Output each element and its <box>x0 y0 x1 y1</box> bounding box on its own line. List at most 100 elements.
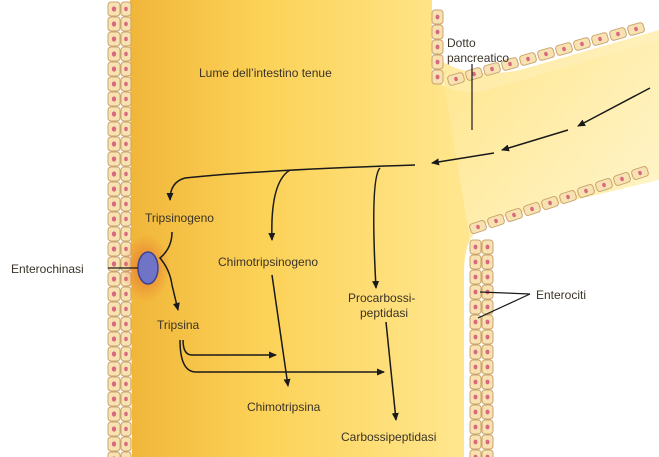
enterocyte-cell <box>627 22 645 36</box>
enterocyte-cell <box>121 437 131 451</box>
duct-label-line2: pancreatico <box>447 51 509 65</box>
enterocyte-cell <box>121 62 131 76</box>
chymotrypsin-label: Chimotripsina <box>247 400 321 414</box>
enterocyte-cell <box>121 422 131 436</box>
enterocyte-cell <box>108 452 120 457</box>
enterocyte-cell <box>108 47 120 61</box>
enterocyte-cell <box>121 227 131 241</box>
enterocyte-cell <box>121 347 131 361</box>
enterocyte-cell <box>519 52 537 66</box>
enterocyte-cell <box>108 182 120 196</box>
trypsin-label: Tripsina <box>157 318 200 332</box>
enterocyte-cell <box>108 152 120 166</box>
lumen-label: Lume dell’intestino tenue <box>199 66 332 80</box>
enterocyte-cell <box>591 32 609 46</box>
duct-label-line1: Dotto <box>447 36 476 50</box>
procarboxypeptidase-label-line1: Procarbossi- <box>348 291 415 305</box>
enterocyte-cell <box>470 285 481 299</box>
enterocyte-cell <box>108 302 120 316</box>
enterocyte-cell <box>108 92 120 106</box>
enterocyte-cell <box>108 17 120 31</box>
enterocytes-left-wall <box>108 2 131 457</box>
enterocyte-cell <box>108 197 120 211</box>
enterocyte-cell <box>121 32 131 46</box>
enterocyte-cell <box>121 47 131 61</box>
enterokinase-label: Enterochinasi <box>11 262 84 276</box>
enterocyte-cell <box>121 77 131 91</box>
enterocyte-cell <box>470 420 481 434</box>
enterocyte-cell <box>108 122 120 136</box>
enterocyte-cell <box>470 405 481 419</box>
enterocyte-cell <box>482 345 493 359</box>
chymotrypsinogen-label: Chimotripsinogeno <box>218 255 318 269</box>
enterocyte-cell <box>432 70 443 84</box>
enterocyte-cell <box>108 137 120 151</box>
enterocyte-cell <box>121 317 131 331</box>
procarboxypeptidase-label-line2: peptidasi <box>360 306 408 320</box>
enterocyte-cell <box>121 392 131 406</box>
enterocyte-cell <box>482 240 493 254</box>
enterocyte-cell <box>470 360 481 374</box>
enterocyte-cell <box>432 10 443 24</box>
enterocyte-cell <box>470 390 481 404</box>
enterocytes-right-wall <box>470 240 493 457</box>
enterocyte-cell <box>108 77 120 91</box>
enterocyte-cell <box>108 32 120 46</box>
enterocyte-cell <box>108 107 120 121</box>
enterocyte-cell <box>121 137 131 151</box>
enterocyte-cell <box>470 270 481 284</box>
enterocyte-cell <box>121 122 131 136</box>
enterocyte-cell <box>108 257 120 271</box>
enterocyte-cell <box>555 42 573 56</box>
enterocyte-cell <box>121 92 131 106</box>
enterocyte-cell <box>121 107 131 121</box>
trypsinogen-label: Tripsinogeno <box>145 211 214 225</box>
enterocyte-cell <box>609 27 627 41</box>
enterokinase-enzyme <box>138 252 158 284</box>
enterocyte-cell <box>108 2 120 16</box>
enterocyte-cell <box>121 452 131 457</box>
enterocyte-cell <box>121 2 131 16</box>
enterocyte-cell <box>432 40 443 54</box>
enterocyte-cell <box>108 317 120 331</box>
enterocyte-cell <box>470 255 481 269</box>
enterocyte-cell <box>108 362 120 376</box>
enterocyte-cell <box>108 437 120 451</box>
enterocyte-cell <box>108 242 120 256</box>
enterocyte-cell <box>121 182 131 196</box>
enterocyte-cell <box>108 167 120 181</box>
enterocyte-cell <box>470 435 481 449</box>
enterocyte-cell <box>121 152 131 166</box>
enterocyte-cell <box>108 422 120 436</box>
enterocyte-cell <box>121 377 131 391</box>
enterocyte-cell <box>121 407 131 421</box>
enterocyte-cell <box>482 435 493 449</box>
enterocyte-cell <box>432 25 443 39</box>
enterocyte-cell <box>470 300 481 314</box>
enterocyte-cell <box>108 227 120 241</box>
enterocyte-cell <box>108 332 120 346</box>
enterocyte-cell <box>121 167 131 181</box>
carboxypeptidase-label: Carbossipeptidasi <box>341 430 436 444</box>
enterocyte-cell <box>470 330 481 344</box>
enterocyte-cell <box>470 375 481 389</box>
enterocyte-cell <box>482 255 493 269</box>
enterocyte-cell <box>482 360 493 374</box>
enterocyte-cell <box>108 62 120 76</box>
enterocyte-cell <box>482 405 493 419</box>
enterocyte-cell <box>108 272 120 286</box>
enterocyte-cell <box>121 362 131 376</box>
enterocyte-cell <box>108 392 120 406</box>
enterocytes-label: Enterociti <box>536 288 586 302</box>
enterocyte-cell <box>482 270 493 284</box>
enterocyte-cell <box>108 377 120 391</box>
enterocyte-cell <box>121 17 131 31</box>
enterocyte-cell <box>108 287 120 301</box>
enterocyte-cell <box>482 330 493 344</box>
enterocyte-cell <box>482 420 493 434</box>
enterocyte-cell <box>482 450 493 457</box>
enterocyte-cell <box>573 37 591 51</box>
enterocyte-cell <box>121 332 131 346</box>
enterocyte-cell <box>482 390 493 404</box>
